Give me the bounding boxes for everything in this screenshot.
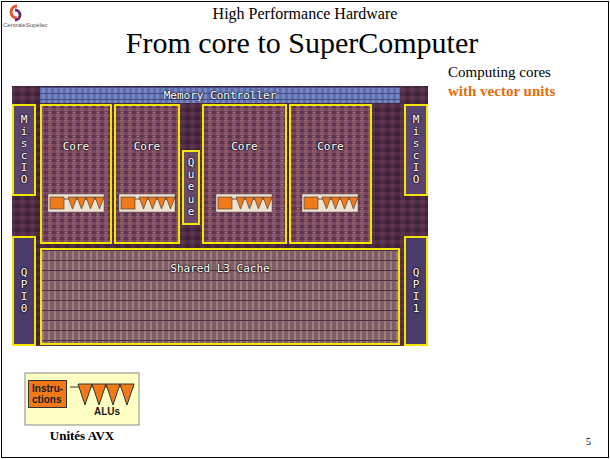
instruction-box: Instru- ctions: [28, 380, 67, 408]
block-label: Core: [317, 140, 344, 153]
vertical-block-label: QPI 1: [413, 267, 420, 315]
qpi-block: QPI 0: [12, 236, 36, 346]
memory-controller-band: Memory Controller: [40, 87, 400, 103]
avx-unit-illustration: [25, 373, 139, 425]
die-photo: [12, 86, 428, 346]
unit-caption: Unités AVX: [25, 428, 139, 444]
vertical-block-label: Misc IO: [21, 114, 28, 187]
slide-title: From core to SuperComputer: [0, 26, 604, 60]
vertical-block-label: Misc IO: [413, 114, 420, 187]
slide-header: High Performance Hardware: [0, 5, 610, 23]
side-note: Computing cores: [448, 64, 551, 81]
io-block: Misc IO: [404, 104, 428, 196]
vertical-block-label: Queue: [188, 157, 195, 217]
core-block: Core: [40, 104, 112, 244]
block-label: Core: [231, 140, 258, 153]
instruction-label: Instru- ctions: [32, 383, 63, 405]
avx-unit: Instru- ctionsALUsUnités AVX: [25, 373, 139, 445]
school-logo: [11, 6, 20, 20]
core-block: Core: [114, 104, 180, 244]
core-block: Core: [202, 104, 287, 244]
qpi-block: QPI 1: [404, 236, 428, 346]
page-number: 5: [586, 436, 591, 447]
io-block: Misc IO: [12, 104, 36, 196]
side-note-highlight: with vector units: [448, 83, 555, 100]
block-label: Shared L3 Cache: [170, 262, 269, 275]
alu-label: ALUs: [75, 406, 139, 417]
vertical-block-label: QPI 0: [21, 267, 28, 315]
queue-block: Queue: [182, 150, 200, 225]
l3-cache-block: Shared L3 Cache: [40, 248, 400, 345]
core-block: Core: [289, 104, 372, 244]
block-label: Core: [63, 140, 90, 153]
block-label: Memory Controller: [164, 89, 277, 102]
block-label: Core: [134, 140, 161, 153]
school-name: CentraleSupélec: [3, 22, 47, 28]
